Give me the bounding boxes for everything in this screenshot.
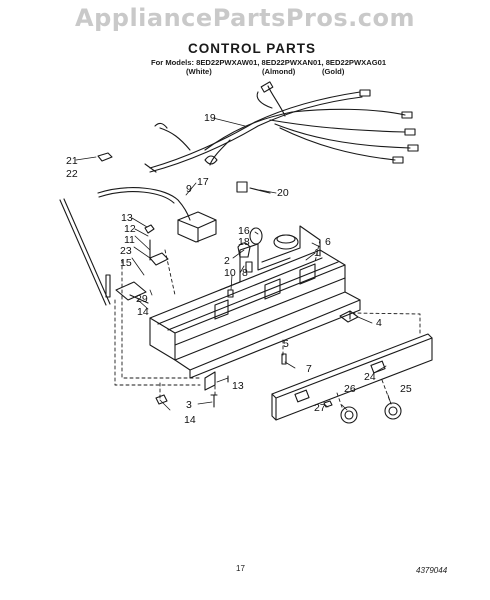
part-18-tube [97, 187, 191, 221]
callout-28: 27 [314, 402, 326, 414]
callout-22: 21 [66, 155, 78, 167]
part-27-knob [340, 406, 358, 424]
callout-7: 7 [306, 363, 312, 375]
callout-3: 3 [186, 399, 192, 411]
callout-9: 9 [186, 183, 192, 195]
callout-15: 14 [137, 306, 149, 318]
callout-13: 13 [121, 212, 133, 224]
color-label-white: (White) [186, 67, 212, 76]
part-17-lamp [249, 227, 263, 245]
page-number: 17 [236, 564, 245, 573]
callout-1: 1 [314, 247, 320, 259]
callout-17: 16 [238, 225, 250, 237]
document-number: 4379044 [416, 566, 448, 575]
diagram-title: CONTROL PARTS [188, 41, 317, 56]
callout-18: 17 [197, 176, 209, 188]
callout-23: 22 [66, 168, 78, 180]
watermark-logo: AppliancePartsPros.com [75, 4, 415, 32]
callout-14: 14 [184, 414, 196, 426]
part-5-screw [281, 353, 287, 365]
callout-4: 4 [376, 317, 382, 329]
part-22-clip [97, 152, 113, 162]
callout-20: 19 [204, 112, 216, 124]
color-label-gold: (Gold) [322, 67, 345, 76]
control-housing [149, 225, 361, 391]
part-23-rod [59, 199, 107, 306]
callout-10: 10 [224, 267, 236, 279]
part-19-bulb [237, 242, 251, 258]
callout-21: 20 [277, 187, 289, 199]
part-8-socket [245, 261, 253, 273]
part-21-square [236, 181, 248, 193]
callout-5: 5 [283, 338, 289, 350]
part-2-screw [227, 289, 234, 298]
callout-6: 6 [325, 236, 331, 248]
callout-16: 15 [120, 257, 132, 269]
callout-2: 2 [224, 255, 230, 267]
callout-27: 26 [344, 383, 356, 395]
wiring-harness [144, 81, 419, 173]
callout-13-lower: 13 [232, 380, 244, 392]
callout-26: 25 [400, 383, 412, 395]
callout-25: 24 [364, 371, 376, 383]
callout-19: 18 [238, 236, 250, 248]
part-14-clip [155, 394, 168, 405]
callout-24: 23 [120, 245, 132, 257]
part-25-panel [271, 333, 433, 421]
callout-12: 12 [124, 223, 136, 235]
models-line: For Models: 8ED22PWXAW01, 8ED22PWXAN01, … [151, 58, 387, 67]
callout-29: 29 [136, 293, 148, 305]
part-9-thermostat [177, 211, 217, 243]
callout-11: 11 [124, 234, 135, 246]
color-label-almond: (Almond) [262, 67, 296, 76]
part-26-knob [384, 402, 402, 420]
callout-8: 8 [242, 267, 248, 279]
